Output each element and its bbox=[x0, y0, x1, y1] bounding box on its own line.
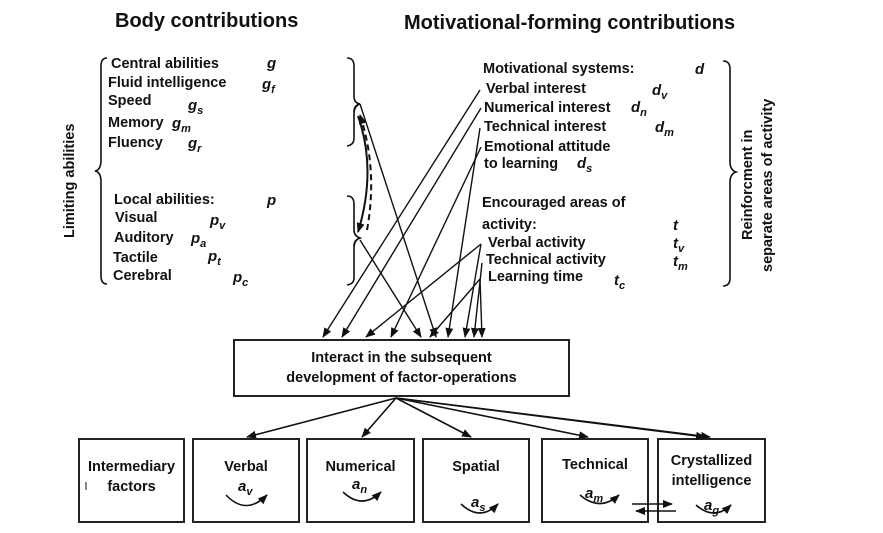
factor-box-technical: Technical am bbox=[541, 438, 649, 523]
arrow-box-to-technical bbox=[395, 397, 589, 440]
factor-box-intermediary-line1: Intermediary bbox=[87, 459, 176, 475]
verbal-interest-symbol: dv bbox=[652, 82, 668, 102]
right-brace bbox=[722, 60, 739, 287]
arrow-verbal-activity-to-box bbox=[365, 243, 482, 338]
numerical-interest-label: Numerical interest bbox=[484, 100, 611, 116]
fluid-intelligence-symbol: gf bbox=[262, 76, 275, 96]
arrow-learning-time-to-box-2 bbox=[477, 278, 486, 338]
technical-activity-label: Technical activity bbox=[486, 252, 606, 268]
factor-box-intermediary: Intermediary factors bbox=[78, 438, 185, 523]
arrow-box-to-numerical bbox=[361, 397, 397, 438]
encouraged-areas-label: Encouraged areas of bbox=[482, 195, 626, 211]
factor-box-spatial: Spatial as bbox=[422, 438, 530, 523]
local-brace-lower bbox=[346, 237, 361, 286]
factor-box-crystallized-line1: Crystallized bbox=[670, 453, 753, 469]
body-contributions-title: Body contributions bbox=[115, 10, 299, 32]
factor-box-spatial-label: Spatial bbox=[452, 459, 500, 475]
arrow-technical-interest-to-box bbox=[445, 127, 481, 338]
local-abilities-label: Local abilities: bbox=[114, 192, 215, 208]
speed-symbol: gs bbox=[188, 97, 204, 117]
crystallized-cycle-arrow bbox=[695, 504, 732, 515]
curved-arrow-dashed bbox=[358, 114, 373, 231]
cerebral-label: Cerebral bbox=[113, 268, 172, 284]
activity-label: activity: bbox=[482, 217, 537, 233]
learning-time-label: Learning time bbox=[488, 269, 584, 285]
fluency-label: Fluency bbox=[108, 135, 163, 151]
visual-symbol: pv bbox=[210, 212, 226, 232]
memory-label: Memory bbox=[108, 115, 164, 131]
interaction-box-line1: Interact in the subsequent bbox=[311, 350, 492, 366]
factor-box-verbal-label: Verbal bbox=[224, 459, 268, 475]
learning-time-symbol: tc bbox=[614, 272, 626, 292]
central-brace-upper bbox=[346, 57, 361, 113]
factor-box-crystallized-line2: intelligence bbox=[671, 473, 752, 489]
to-learning-label: to learning bbox=[484, 156, 559, 172]
auditory-label: Auditory bbox=[114, 230, 174, 246]
motivational-contributions-title: Motivational-forming contributions bbox=[404, 12, 736, 34]
arrow-verbal-interest-to-box bbox=[322, 89, 481, 338]
left-brace bbox=[94, 57, 108, 285]
fluid-intelligence-label: Fluid intelligence bbox=[108, 75, 227, 91]
arrow-box-to-verbal bbox=[246, 397, 397, 439]
visual-label: Visual bbox=[115, 210, 158, 226]
factor-box-technical-symbol: am bbox=[585, 485, 604, 505]
spatial-cycle-arrow bbox=[460, 503, 499, 514]
factor-box-verbal-symbol: av bbox=[238, 478, 253, 498]
central-abilities-symbol: g bbox=[267, 55, 277, 72]
arrow-verbal-activity-to-box-2 bbox=[462, 243, 482, 338]
factor-box-crystallized-symbol: ag bbox=[704, 497, 720, 517]
to-learning-symbol: ds bbox=[577, 155, 593, 175]
activity-symbol: t bbox=[673, 217, 678, 234]
tactile-label: Tactile bbox=[113, 250, 158, 266]
auditory-symbol: pa bbox=[191, 230, 207, 250]
motivational-systems-symbol: d bbox=[695, 61, 705, 78]
factor-box-technical-label: Technical bbox=[562, 457, 628, 473]
arrow-box-to-spatial bbox=[395, 397, 472, 438]
central-brace-lower bbox=[346, 103, 361, 147]
factor-box-verbal: Verbal av bbox=[192, 438, 300, 523]
verbal-cycle-arrow bbox=[225, 494, 268, 507]
arrow-numerical-interest-to-box bbox=[341, 107, 482, 338]
emotional-attitude-label: Emotional attitude bbox=[484, 139, 611, 155]
memory-symbol: gm bbox=[172, 115, 191, 135]
fluency-symbol: gr bbox=[188, 135, 202, 155]
interaction-box: Interact in the subsequent development o… bbox=[233, 339, 570, 397]
speed-label: Speed bbox=[108, 93, 152, 109]
technical-interest-label: Technical interest bbox=[484, 119, 607, 135]
arrow-local-to-box bbox=[359, 239, 422, 338]
verbal-activity-label: Verbal activity bbox=[488, 235, 586, 251]
technical-interest-symbol: dm bbox=[655, 119, 674, 139]
factor-box-numerical: Numerical an bbox=[306, 438, 415, 523]
factor-box-numerical-label: Numerical bbox=[325, 459, 396, 475]
arrow-technical-activity-to-box bbox=[470, 262, 483, 338]
technical-cycle-arrow bbox=[579, 494, 620, 505]
arrow-box-to-crystallized-2 bbox=[395, 397, 706, 440]
factor-box-spatial-symbol: as bbox=[471, 494, 486, 514]
verbal-interest-label: Verbal interest bbox=[486, 81, 586, 97]
verbal-activity-symbol: tv bbox=[673, 235, 685, 255]
curved-arrow-solid bbox=[356, 115, 369, 233]
tactile-symbol: pt bbox=[208, 248, 221, 268]
factor-box-numerical-symbol: an bbox=[352, 476, 368, 496]
numerical-cycle-arrow bbox=[342, 491, 382, 502]
arrow-learning-time-to-box bbox=[429, 278, 481, 338]
central-abilities-label: Central abilities bbox=[111, 56, 219, 72]
arrow-central-to-box bbox=[359, 103, 438, 338]
factor-box-intermediary-line2: factors bbox=[107, 479, 156, 495]
technical-activity-symbol: tm bbox=[673, 253, 688, 273]
cerebral-symbol: pc bbox=[233, 269, 249, 289]
numerical-interest-symbol: dn bbox=[631, 99, 647, 119]
factor-box-crystallized: Crystallized intelligence ag bbox=[657, 438, 766, 523]
interaction-box-line2: development of factor-operations bbox=[286, 370, 517, 386]
local-abilities-symbol: p bbox=[267, 192, 277, 209]
motivational-systems-label: Motivational systems: bbox=[483, 61, 635, 77]
